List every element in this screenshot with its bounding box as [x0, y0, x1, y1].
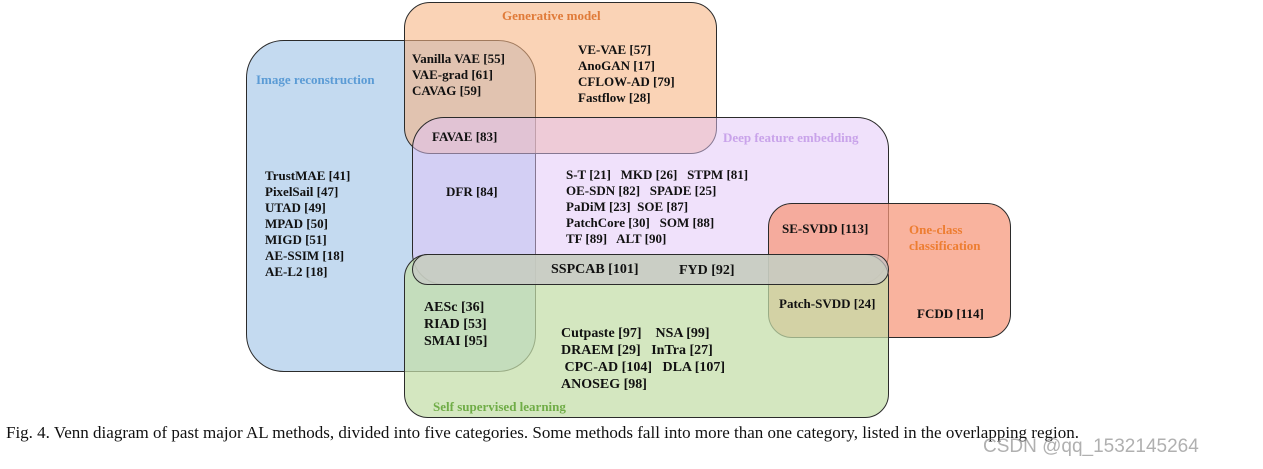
- dfr-method: DFR [84]: [446, 184, 498, 199]
- method-label: TF [89] ALT [90]: [566, 231, 667, 246]
- deep-feature-embedding-methods: S-T [21] MKD [26] STPM [81] OE-SDN [82] …: [566, 167, 748, 247]
- method-label: AESc [36]: [424, 300, 485, 315]
- method-label: RIAD [53]: [424, 317, 487, 332]
- method-label: TrustMAE [41]: [265, 168, 351, 183]
- image-reconstruction-methods: TrustMAE [41] PixelSail [47] UTAD [49] M…: [265, 168, 350, 280]
- method-label: SMAI [95]: [424, 334, 488, 349]
- figure-caption: Fig. 4. Venn diagram of past major AL me…: [6, 423, 1079, 442]
- method-label: UTAD [49]: [265, 200, 326, 215]
- se-svdd-method: SE-SVDD [113]: [782, 221, 869, 236]
- method-label: MIGD [51]: [265, 232, 327, 247]
- favae-method: FAVAE [83]: [432, 129, 498, 144]
- image-recon-ssl-methods: AESc [36] RIAD [53] SMAI [95]: [424, 299, 487, 350]
- method-label: VE-VAE [57]: [578, 42, 652, 57]
- method-label: Vanilla VAE [55]: [412, 51, 505, 66]
- watermark: CSDN @qq_1532145264: [983, 436, 1199, 457]
- method-label: DRAEM [29] InTra [27]: [561, 343, 713, 358]
- method-label: Fastflow [28]: [578, 90, 651, 105]
- image-reconstruction-label: Image reconstruction: [256, 72, 375, 87]
- method-label: AE-L2 [18]: [265, 264, 328, 279]
- method-label: PatchCore [30] SOM [88]: [566, 215, 715, 230]
- method-label: PixelSail [47]: [265, 184, 339, 199]
- self-supervised-learning-label: Self supervised learning: [433, 399, 566, 414]
- method-label: AE-SSIM [18]: [265, 248, 345, 263]
- deep-feature-ssl-overlap-band: [412, 254, 889, 285]
- image-recon-generative-methods: Vanilla VAE [55] VAE-grad [61] CAVAG [59…: [412, 51, 505, 99]
- generative-model-methods: VE-VAE [57] AnoGAN [17] CFLOW-AD [79] Fa…: [578, 42, 675, 106]
- fyd-method: FYD [92]: [679, 263, 735, 278]
- generative-model-label: Generative model: [502, 8, 601, 23]
- method-label: CAVAG [59]: [412, 83, 482, 98]
- deep-feature-embedding-label: Deep feature embedding: [723, 130, 859, 145]
- method-label: S-T [21] MKD [26] STPM [81]: [566, 167, 749, 182]
- fcdd-method: FCDD [114]: [917, 306, 984, 321]
- method-label: MPAD [50]: [265, 216, 328, 231]
- method-label: VAE-grad [61]: [412, 67, 494, 82]
- method-label: Cutpaste [97] NSA [99]: [561, 326, 710, 341]
- method-label: AnoGAN [17]: [578, 58, 655, 73]
- patch-svdd-method: Patch-SVDD [24]: [779, 296, 876, 311]
- one-class-classification-label-line1: One-class: [909, 222, 963, 237]
- method-label: ANOSEG [98]: [561, 377, 647, 392]
- self-supervised-methods: Cutpaste [97] NSA [99] DRAEM [29] InTra …: [561, 325, 725, 393]
- method-label: CFLOW-AD [79]: [578, 74, 675, 89]
- one-class-classification-label-line2: classification: [909, 238, 981, 253]
- method-label: PaDiM [23] SOE [87]: [566, 199, 689, 214]
- sspcab-method: SSPCAB [101]: [551, 262, 639, 277]
- method-label: OE-SDN [82] SPADE [25]: [566, 183, 717, 198]
- method-label: CPC-AD [104] DLA [107]: [561, 360, 726, 375]
